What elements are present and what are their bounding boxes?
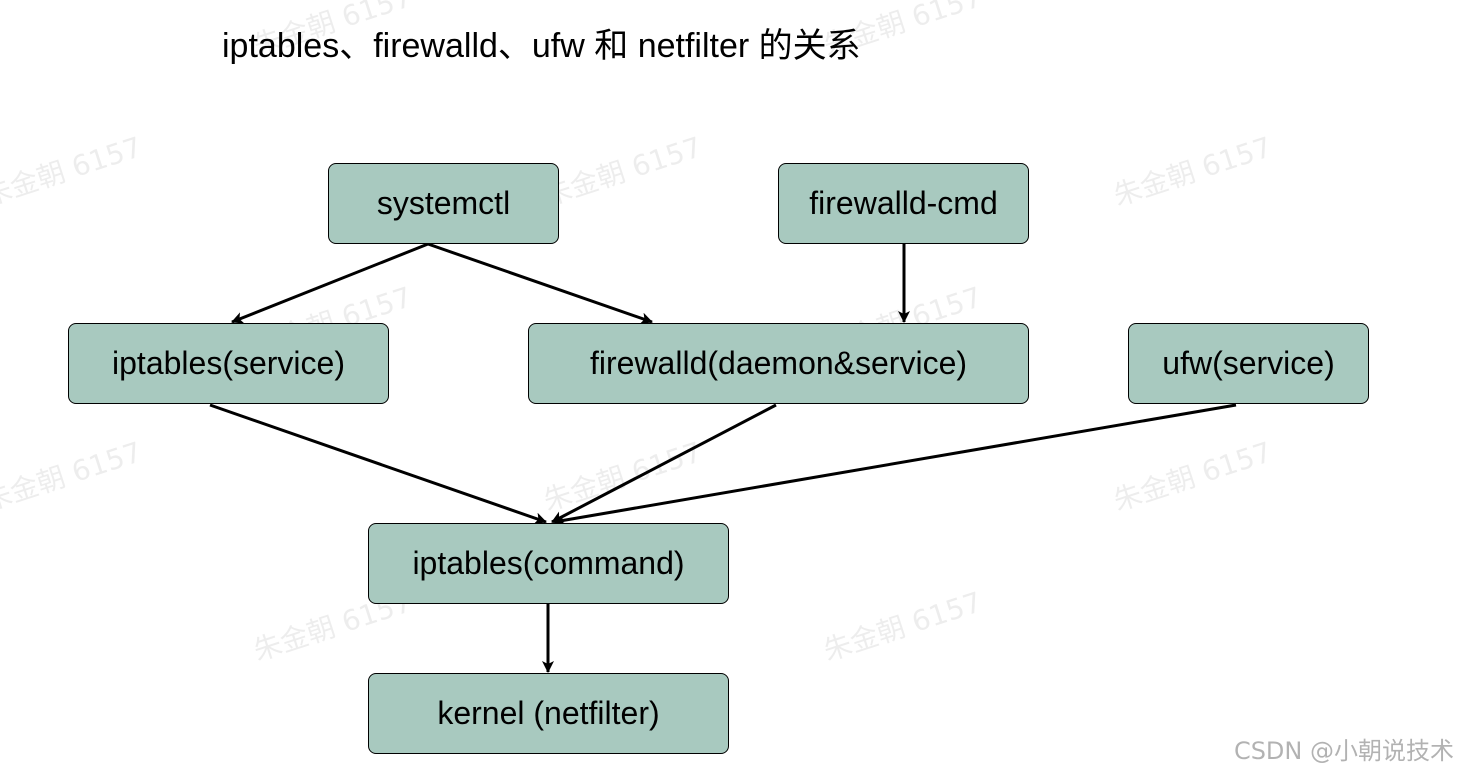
node-kernel-netfilter: kernel (netfilter): [368, 673, 729, 754]
edge-firewalld-daemon-to-iptables-command: [551, 403, 777, 524]
node-systemctl: systemctl: [328, 163, 559, 244]
node-firewalld-daemon: firewalld(daemon&service): [528, 323, 1029, 404]
edge-ufw-service-to-iptables-command: [553, 403, 1237, 527]
credit-watermark: CSDN @小朝说技术: [1233, 737, 1454, 765]
node-iptables-command: iptables(command): [368, 523, 729, 604]
edge-systemctl-to-iptables-service: [231, 242, 429, 324]
diagram-title: iptables、firewalld、ufw 和 netfilter 的关系: [222, 27, 861, 65]
node-firewalld-cmd: firewalld-cmd: [778, 163, 1029, 244]
edge-iptables-service-to-iptables-command: [209, 403, 547, 525]
edge-systemctl-to-firewalld-daemon: [427, 242, 653, 325]
node-ufw-service: ufw(service): [1128, 323, 1369, 404]
node-iptables-service: iptables(service): [68, 323, 389, 404]
